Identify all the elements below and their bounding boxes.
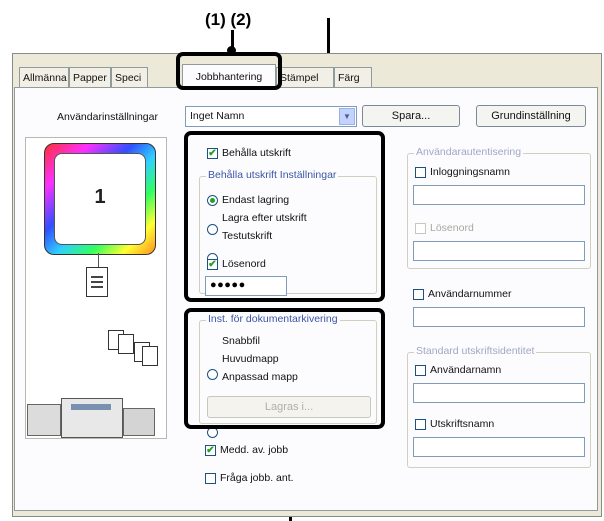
default-settings-button[interactable]: Grundinställning [476,105,586,127]
radio-quick-file[interactable] [207,369,218,380]
auth-password-checkbox[interactable] [415,223,426,234]
login-name-label: Inloggningsnamn [430,166,510,178]
auth-password-field[interactable] [413,241,585,261]
radio-store-only-label: Endast lagring [222,194,290,206]
job-name-field[interactable] [413,437,585,457]
user-settings-combo[interactable]: Inget Namn ▼ [185,106,357,127]
radio-store-after-print[interactable] [207,224,218,235]
radio-test-print-label: Testutskrift [222,230,273,242]
user-number-label: Användarnummer [428,288,512,300]
radio-store-after-print-label: Lagra efter utskrift [222,212,307,224]
preview-connector-line [98,253,99,267]
login-name-checkbox[interactable] [415,167,426,178]
tab-farg[interactable]: Färg [334,67,372,87]
printer-machine-icon [27,398,155,438]
tab-highlight-frame [176,52,282,90]
keep-print-checkbox[interactable]: ✔ [207,147,218,159]
stacked-documents-icon [108,330,158,366]
page-sheet: 1 [54,153,146,245]
chevron-down-icon[interactable]: ▼ [339,108,355,125]
callout-label-1-2: (1) (2) [205,10,252,29]
user-name-field[interactable] [413,383,585,403]
job-name-label: Utskriftsnamn [430,418,495,430]
login-name-field[interactable] [413,185,585,205]
tab-stampel[interactable]: Stämpel [276,67,334,87]
user-settings-label: Användarinställningar [57,111,158,123]
save-button[interactable]: Spara... [362,105,460,127]
document-icon [86,267,108,297]
user-number-field[interactable] [413,307,585,327]
radio-store-only[interactable] [207,195,218,206]
tab-special[interactable]: Speci [111,67,148,87]
password-checkbox[interactable]: ✔ [207,258,218,270]
archiving-highlight-frame [184,308,385,429]
password-label: Lösenord [222,258,266,270]
user-name-checkbox[interactable] [415,365,426,376]
tab-jobbhantering[interactable]: Jobbhantering [182,64,276,88]
retention-settings-title: Behålla utskrift Inställningar [206,169,339,181]
user-settings-value: Inget Namn [190,110,245,122]
notify-job-end-checkbox[interactable]: ✔ [205,444,216,456]
callout-leader-tab [231,30,234,50]
radio-quick-file-label: Snabbfil [222,335,260,347]
retention-highlight-frame [184,131,385,302]
page-number: 1 [94,186,106,208]
store-in-button[interactable]: Lagras i... [207,396,371,418]
tab-papper[interactable]: Papper [69,67,111,87]
user-name-label: Användarnamn [430,364,502,376]
identification-group-title: Standard utskriftsidentitet [414,345,537,357]
auth-password-label: Lösenord [430,222,474,234]
radio-main-folder-label: Huvudmapp [222,353,279,365]
password-value: ●●●●● [210,279,246,291]
keep-print-label: Behålla utskrift [222,147,291,159]
authentication-group-title: Användarautentisering [414,146,524,158]
job-name-checkbox[interactable] [415,419,426,430]
ask-job-info-label: Fråga jobb. ant. [220,472,294,484]
user-number-checkbox[interactable] [413,289,424,300]
callout-dot-tab [227,46,236,55]
notify-job-end-label: Medd. av. jobb [220,444,289,456]
password-field[interactable]: ●●●●● [205,276,287,296]
radio-custom-folder-label: Anpassad mapp [222,371,298,383]
color-page-preview: 1 [44,143,156,255]
archiving-group-title: Inst. för dokumentarkivering [206,313,340,325]
tab-allmanna[interactable]: Allmänna [19,67,69,87]
ask-job-info-checkbox[interactable] [205,473,216,484]
